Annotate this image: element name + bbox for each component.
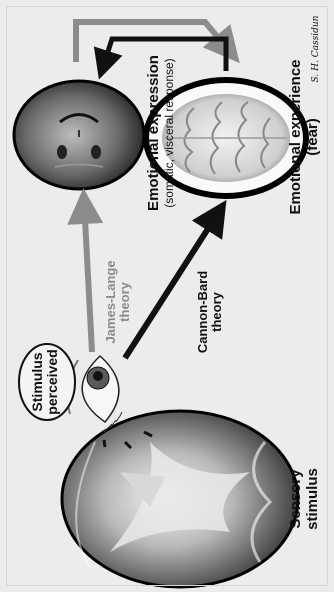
james-lange-label: James-Lange theory: [104, 257, 133, 347]
stimulus-perceived-label: Stimulus perceived: [30, 344, 61, 420]
james-lange-line1: James-Lange: [104, 257, 118, 347]
james-lange-arrow: [84, 200, 92, 352]
eye-image: [67, 356, 122, 432]
face-image: [14, 81, 144, 189]
emotional-expression-label: Emotional expression (somatic, visceral …: [146, 48, 176, 218]
emotional-experience-title: Emotional experience: [288, 52, 305, 222]
shark-image: [62, 411, 298, 587]
sensory-stimulus-line1: Sensory: [288, 454, 305, 544]
sensory-stimulus-label: Sensory stimulus: [288, 454, 321, 544]
cannon-bard-label: Cannon-Bard theory: [196, 264, 225, 360]
emotional-expression-title: Emotional expression: [146, 48, 163, 218]
emotional-expression-subtitle: (somatic, visceral response): [163, 48, 176, 218]
cannon-bard-line1: Cannon-Bard: [196, 264, 210, 360]
author-credit: S. H. Cassidun: [312, 6, 322, 92]
stimulus-perceived-line2: perceived: [45, 344, 60, 420]
james-lange-line2: theory: [118, 257, 132, 347]
sensory-stimulus-line2: stimulus: [305, 454, 322, 544]
cannon-bard-line2: theory: [210, 264, 224, 360]
stimulus-perceived-line1: Stimulus: [30, 344, 45, 420]
